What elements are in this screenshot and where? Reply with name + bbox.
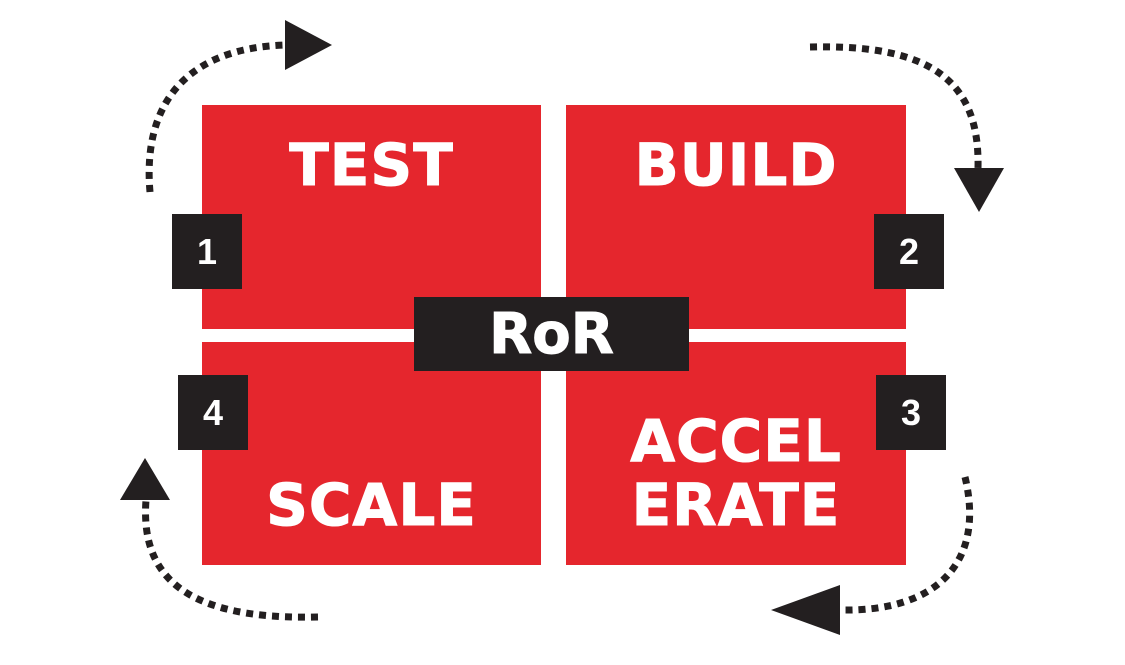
- step-badge-4: 4: [178, 375, 248, 450]
- step-badge-2: 2: [874, 214, 944, 289]
- quadrant-build: BUILD: [566, 105, 906, 329]
- quadrant-scale-label: SCALE: [266, 471, 477, 539]
- quadrant-test-label: TEST: [289, 131, 454, 199]
- arrow-up-icon: [120, 458, 170, 500]
- arrow-path-bottom-left: [142, 499, 319, 621]
- step-badge-1: 1: [172, 214, 242, 289]
- arrow-right-icon: [285, 20, 332, 70]
- quadrant-accelerate: ACCEL ERATE: [566, 342, 906, 565]
- arrow-down-icon: [954, 168, 1004, 212]
- quadrant-test: TEST: [202, 105, 541, 329]
- arrow-left-icon: [771, 585, 840, 635]
- quadrant-scale: SCALE: [202, 342, 541, 565]
- quadrant-accelerate-label: ACCEL ERATE: [630, 407, 842, 539]
- center-label: RoR: [489, 301, 615, 367]
- arrow-path-top-left: [145, 41, 286, 193]
- center-label-box: RoR: [414, 297, 689, 371]
- arrow-path-top-right: [809, 43, 982, 169]
- arrow-path-bottom-right: [839, 476, 973, 614]
- quadrant-build-label: BUILD: [634, 131, 838, 199]
- step-badge-3: 3: [876, 375, 946, 450]
